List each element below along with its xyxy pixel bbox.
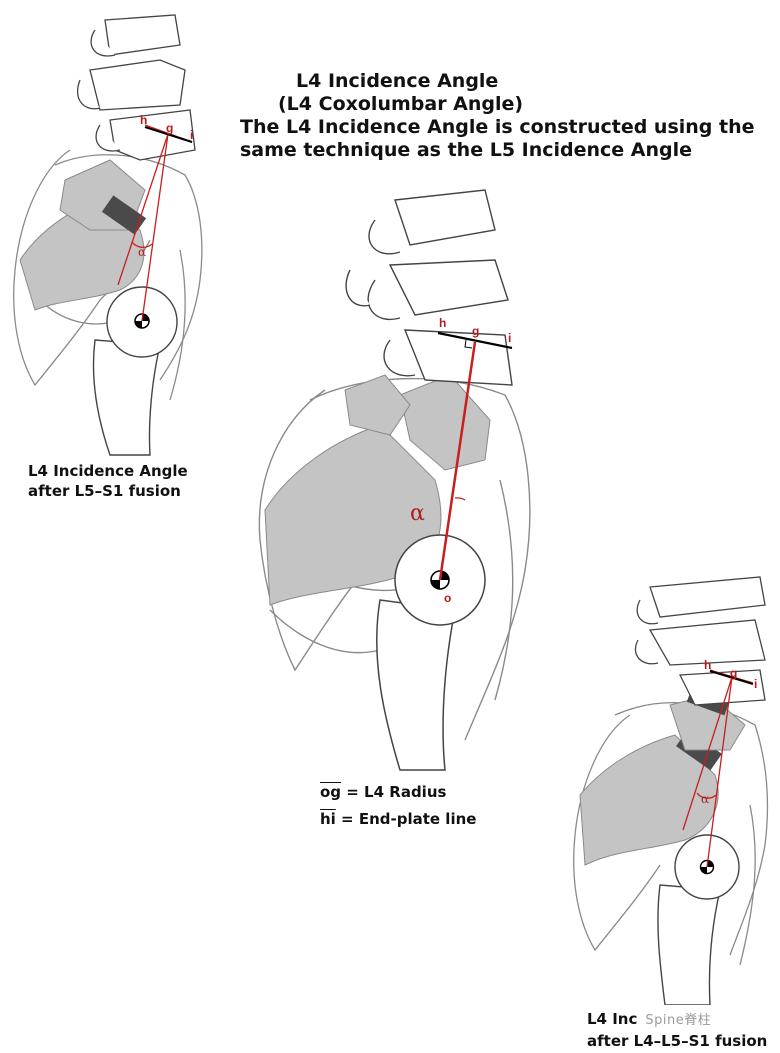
left-femur — [92, 286, 178, 456]
legend-text-radius: = L4 Radius — [341, 783, 447, 801]
title-line2: (L4 Coxolumbar Angle) — [278, 93, 524, 115]
right-label-h: h — [704, 658, 711, 672]
right-label-alpha: α — [701, 792, 709, 806]
right-caption-line1: L4 Inc Spine脊柱 — [587, 1009, 767, 1031]
legend-text-endplate: = End-plate line — [335, 810, 477, 828]
center-label-alpha: α — [410, 501, 425, 526]
right-caption-line2: after L4–L5–S1 fusion — [587, 1032, 768, 1050]
title-line4: same technique as the L5 Incidence Angle — [240, 139, 693, 161]
right-femur — [657, 834, 740, 1005]
right-sacrum — [579, 734, 719, 866]
left-caption-line1: L4 Incidence Angle — [28, 462, 188, 480]
left-lumbar-stack — [76, 14, 196, 161]
center-label-i: i — [508, 331, 511, 345]
center-l5-vertebra — [399, 374, 491, 471]
legend-symbol-og: og — [320, 783, 342, 801]
left-label-i: i — [190, 128, 193, 142]
left-label-alpha: α — [138, 245, 146, 259]
left-caption: L4 Incidence Angle after L5–S1 fusion — [28, 461, 188, 501]
right-label-i: i — [754, 677, 757, 691]
left-fusion-block — [101, 195, 147, 235]
watermark-text: Spine脊柱 — [645, 1013, 712, 1028]
center-right-angle-mark — [464, 339, 473, 349]
left-spine-diagram: h g i α — [13, 14, 203, 456]
right-caption-line1-text: L4 Inc — [587, 1010, 638, 1028]
center-endplate-line — [437, 331, 513, 350]
center-label-g: g — [472, 324, 479, 338]
legend-row-endplate: hi = End-plate line — [320, 806, 476, 833]
center-lumbar-stack — [345, 189, 513, 386]
left-label-h: h — [140, 113, 147, 127]
title-block: L4 Incidence Angle (L4 Coxolumbar Angle)… — [240, 70, 755, 162]
right-lumbar-stack — [634, 576, 766, 706]
center-label-o: o — [444, 591, 451, 605]
right-endplate-line — [709, 670, 754, 685]
legend-symbol-hi: hi — [320, 810, 336, 828]
center-measure-lines — [438, 341, 477, 581]
center-s1-segment — [344, 374, 411, 436]
left-label-g: g — [166, 121, 173, 135]
right-caption: L4 Inc Spine脊柱 after L4–L5–S1 fusion — [587, 1009, 767, 1051]
center-spine-diagram: h g i α o — [258, 189, 531, 771]
legend-row-radius: og = L4 Radius — [320, 779, 476, 806]
left-endplate-line — [144, 126, 193, 143]
center-label-h: h — [439, 316, 446, 330]
title-line1: L4 Incidence Angle — [296, 70, 499, 92]
title-line3: The L4 Incidence Angle is constructed us… — [240, 116, 755, 138]
right-label-g: g — [730, 666, 737, 680]
center-legend: og = L4 Radius hi = End-plate line — [320, 779, 476, 833]
center-hip-center — [430, 570, 450, 590]
right-spine-diagram: h g i α — [573, 576, 769, 1005]
left-caption-line2: after L5–S1 fusion — [28, 482, 181, 500]
